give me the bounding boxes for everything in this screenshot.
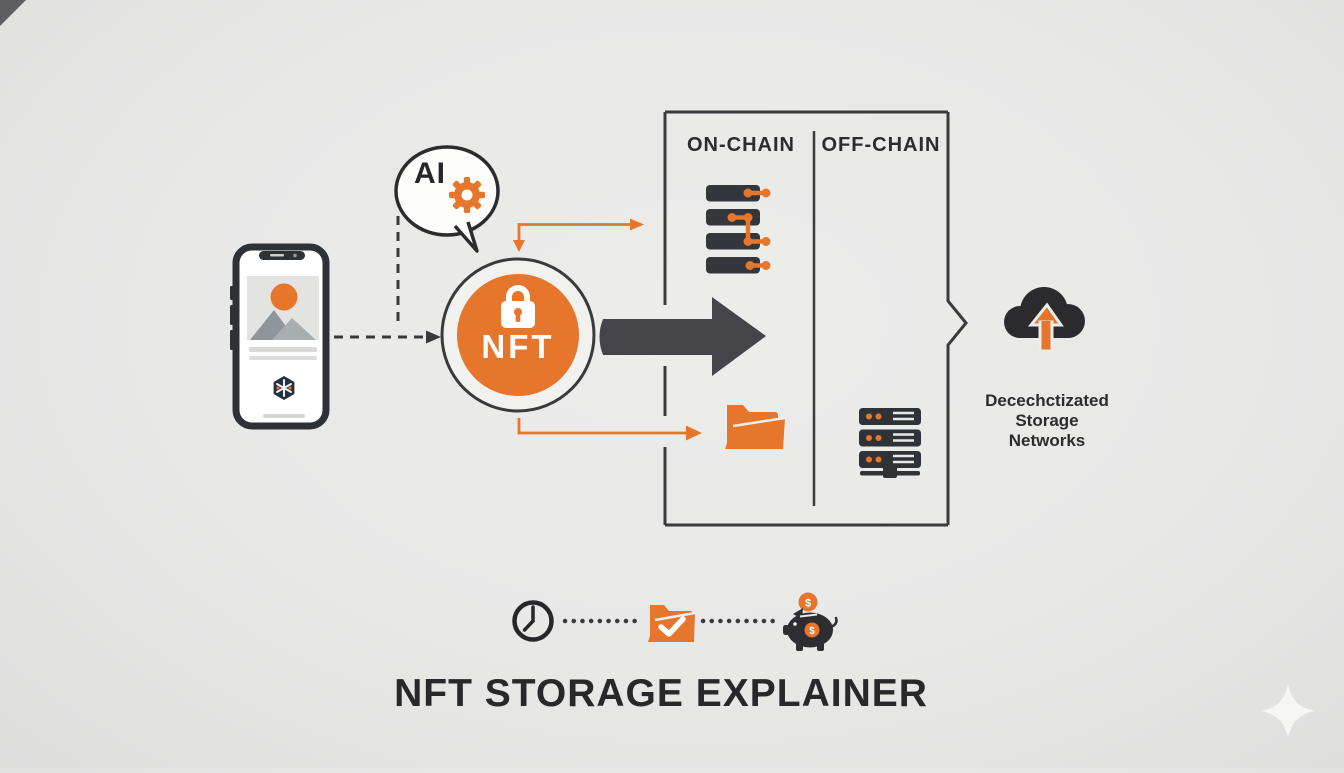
text-line-placeholder xyxy=(249,356,317,360)
clock-icon xyxy=(512,600,554,642)
on-chain-header: ON-CHAIN xyxy=(687,134,795,156)
svg-text:Networks: Networks xyxy=(1009,431,1086,450)
folder-check-icon xyxy=(648,605,696,642)
server-icon xyxy=(859,408,921,478)
phone-home-bar xyxy=(263,414,305,418)
flow-arrow xyxy=(599,297,766,376)
page-title: NFT STORAGE EXPLAINER xyxy=(394,672,928,715)
upload-arrow-icon xyxy=(1027,302,1064,353)
box-right-border-notch xyxy=(946,112,968,525)
nft-to-folder-arrow xyxy=(517,418,702,441)
storage-networks-label: Decechctizated Storage Networks xyxy=(985,391,1109,450)
mountain-icon xyxy=(272,318,316,340)
svg-text:Decechctizated: Decechctizated xyxy=(985,391,1109,410)
svg-text:Storage: Storage xyxy=(1015,411,1078,430)
nft-token: NFT xyxy=(440,257,596,413)
coin-icon xyxy=(798,592,818,612)
lock-icon xyxy=(501,285,535,328)
cloud-upload-icon xyxy=(1004,287,1085,353)
app-hexagon-icon xyxy=(273,376,295,400)
ai-label: AI xyxy=(414,157,446,190)
phone-icon xyxy=(230,243,330,430)
sparkle-icon xyxy=(1261,684,1315,738)
folder-icon xyxy=(725,405,786,449)
off-chain-header: OFF-CHAIN xyxy=(822,134,941,156)
chain-comparison-box xyxy=(663,110,968,527)
corner-decoration xyxy=(0,0,26,26)
piggy-dollar-symbol: $ xyxy=(809,626,815,637)
artwork-thumbnail xyxy=(247,276,319,340)
phone-to-nft-connector xyxy=(334,330,441,344)
gear-icon xyxy=(449,177,485,213)
coin-symbol: $ xyxy=(805,598,811,610)
ai-bubble: AI xyxy=(394,145,500,253)
checkmark-icon xyxy=(658,616,686,637)
nft-to-onchain-arrow xyxy=(513,218,644,252)
text-line-placeholder xyxy=(249,347,317,352)
piggy-bank-icon: $ $ xyxy=(783,592,838,651)
sun-icon xyxy=(270,283,298,311)
nft-label: NFT xyxy=(481,328,554,365)
blockchain-icon xyxy=(706,185,771,274)
